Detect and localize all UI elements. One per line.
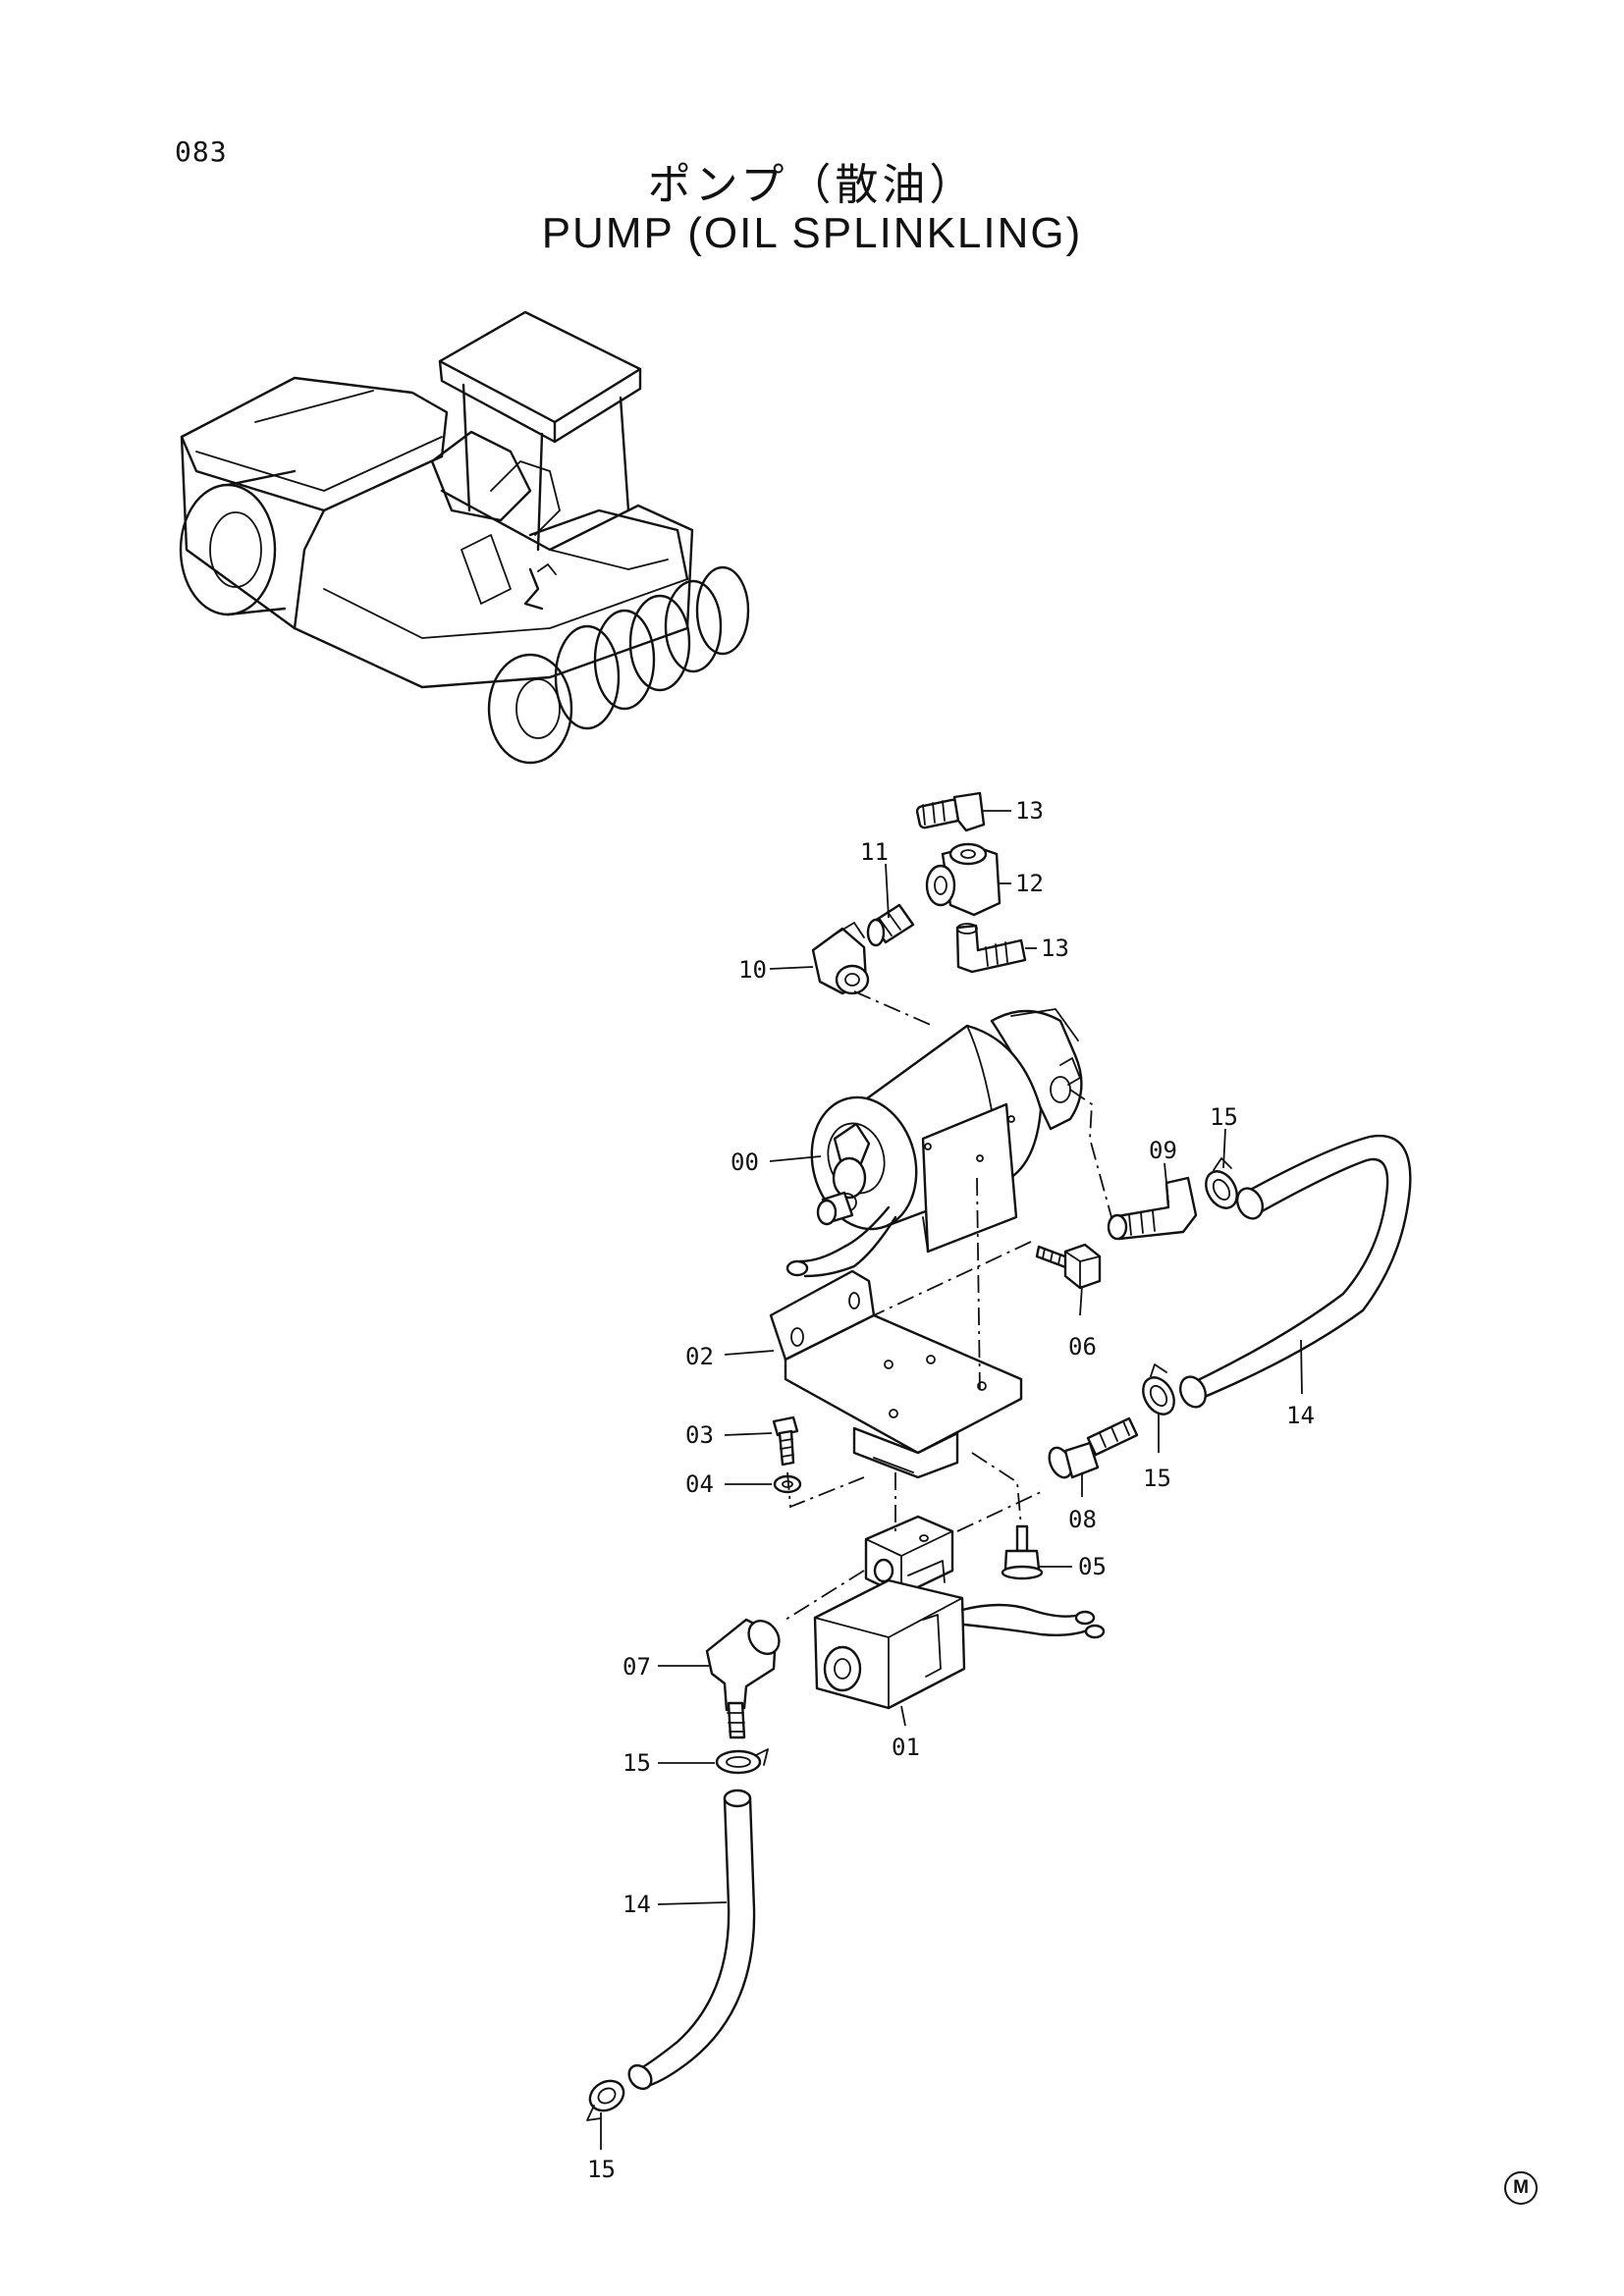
callout-04: 04 xyxy=(685,1470,714,1498)
callout-09: 09 xyxy=(1149,1137,1177,1164)
callout-13: 13 xyxy=(1041,934,1069,962)
callout-00: 00 xyxy=(731,1148,759,1176)
part-15-hose-clamp-lower-left xyxy=(715,1748,769,1775)
diagram-title-japanese: ポンプ（散油） xyxy=(647,160,977,210)
part-12-tee-fitting xyxy=(925,842,1001,917)
callout-12: 12 xyxy=(1015,870,1044,897)
callout-10: 10 xyxy=(738,956,767,984)
callout-03: 03 xyxy=(685,1421,714,1449)
callout-06: 06 xyxy=(1068,1333,1097,1361)
part-11-nipple xyxy=(866,903,915,947)
part-15-hose-clamp-bottom xyxy=(586,2079,625,2121)
callout-02: 02 xyxy=(685,1343,714,1370)
part-10-elbow xyxy=(811,922,870,995)
callout-labels: 13 11 12 13 10 15 09 00 06 02 14 03 15 0… xyxy=(587,797,1315,2183)
callout-14: 14 xyxy=(623,1891,651,1918)
part-13-lower-elbow xyxy=(955,923,1027,974)
callout-15: 15 xyxy=(1143,1465,1171,1492)
part-07-elbow xyxy=(705,1618,781,1739)
assembly-center-lines xyxy=(785,990,1112,1621)
part-15-hose-clamp-middle xyxy=(1142,1363,1175,1415)
callout-08: 08 xyxy=(1068,1506,1097,1533)
callout-15: 15 xyxy=(623,1749,651,1777)
page-number: 083 xyxy=(175,135,228,168)
callout-15: 15 xyxy=(587,2156,616,2183)
part-13-upper-elbow xyxy=(915,791,986,832)
part-08-hose-nipple xyxy=(1048,1416,1139,1479)
part-03-bolt xyxy=(772,1415,799,1467)
corner-registered-mark: M xyxy=(1504,2171,1538,2205)
diagram-title-english: PUMP (OIL SPLINKLING) xyxy=(541,209,1083,257)
part-15-hose-clamp-upper xyxy=(1205,1157,1238,1209)
part-02-bracket xyxy=(769,1269,1023,1479)
part-01-solenoid-valve xyxy=(813,1515,1106,1710)
part-06-bolt xyxy=(1035,1243,1102,1290)
part-14-hose-lower xyxy=(627,1789,756,2091)
callout-01: 01 xyxy=(892,1734,920,1761)
machine-overview-illustration xyxy=(179,310,750,765)
callout-11: 11 xyxy=(860,838,889,866)
callout-05: 05 xyxy=(1078,1553,1107,1580)
callout-07: 07 xyxy=(623,1653,651,1681)
callout-15: 15 xyxy=(1210,1103,1238,1131)
part-09-elbow xyxy=(1107,1176,1198,1241)
part-05-bolt xyxy=(1001,1524,1044,1580)
callout-14: 14 xyxy=(1286,1402,1315,1429)
callout-leader-lines xyxy=(600,810,1303,2150)
part-14-hose-upper xyxy=(1178,1134,1412,1409)
part-00-pump-motor xyxy=(785,1008,1083,1278)
callout-13: 13 xyxy=(1015,797,1044,825)
